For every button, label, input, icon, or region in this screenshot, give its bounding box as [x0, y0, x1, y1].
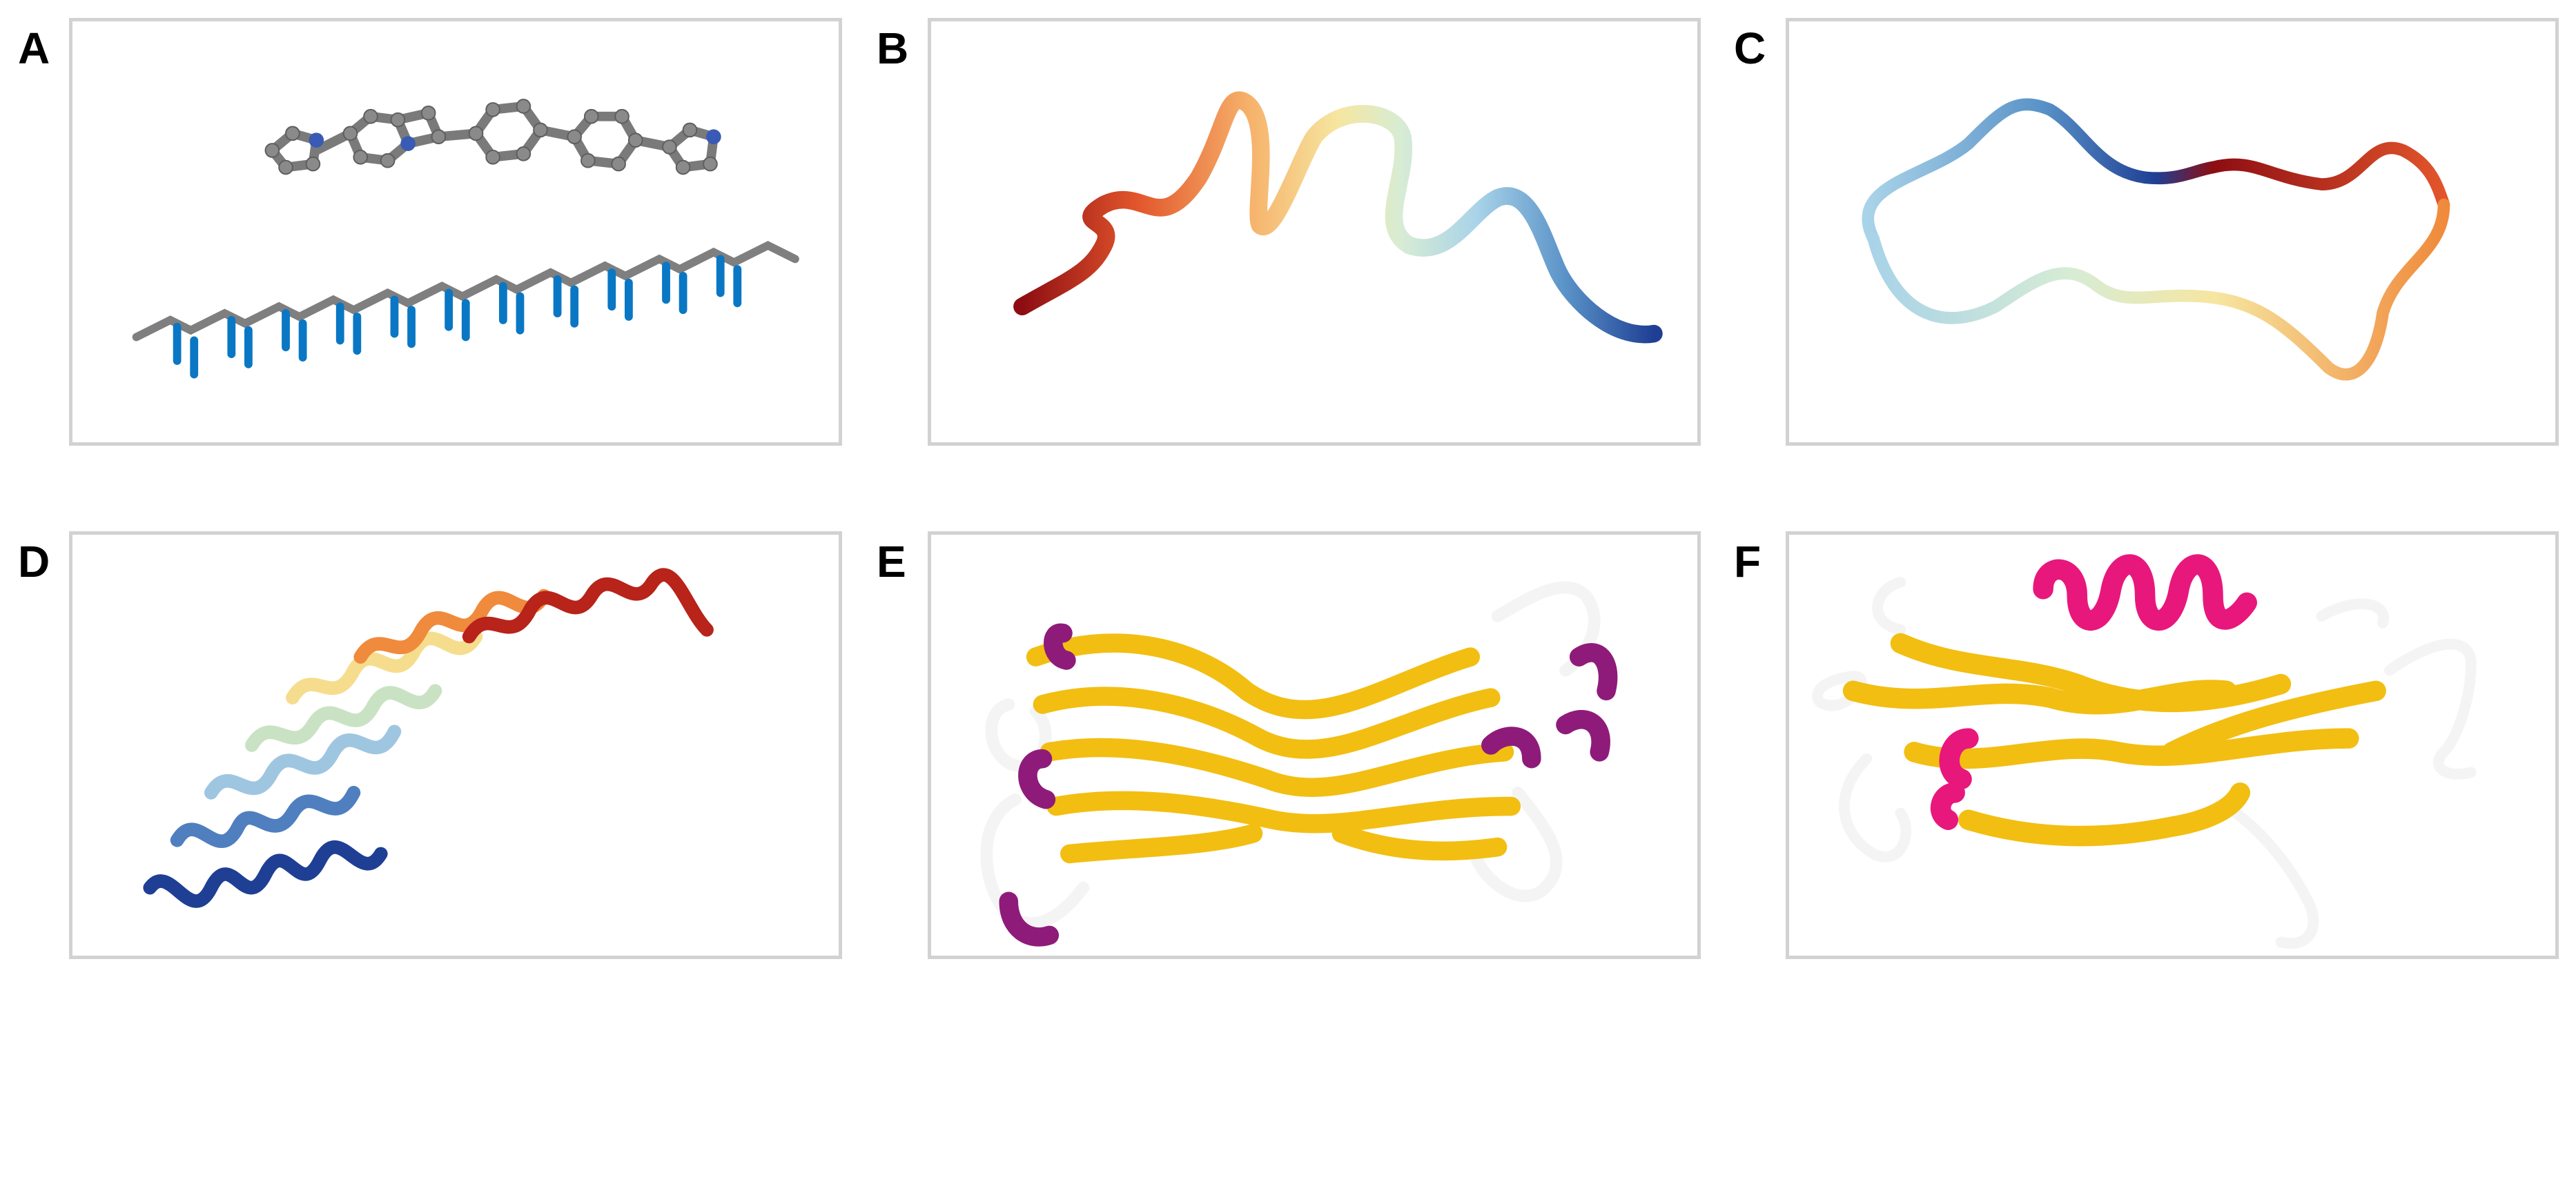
beta-strand	[1040, 738, 1514, 797]
beta-strands	[1026, 633, 1521, 864]
panel-label-d: D	[18, 537, 50, 586]
loop-top-segment	[1862, 98, 2450, 245]
beta-strands	[1842, 633, 2386, 847]
panel-b-frame	[928, 18, 1701, 446]
beta-strand	[1904, 728, 2359, 769]
helices-magenta	[999, 623, 1618, 947]
alpha-beta-protein-illustration	[1812, 554, 2477, 949]
panel-label-c: C	[1734, 23, 1766, 73]
beta-strand	[2162, 680, 2386, 762]
molecule-atoms	[264, 99, 718, 175]
panel-c-frame	[1786, 18, 2559, 446]
beta-strand	[1890, 633, 2292, 713]
panel-f-frame	[1786, 531, 2559, 959]
cyclic-peptide-illustration	[1862, 98, 2450, 381]
helix-segment	[1939, 728, 1979, 789]
helix-repeat-6	[353, 589, 551, 664]
molecule-and-dna-illustration	[132, 99, 799, 379]
loop-bottom-segment	[1867, 198, 2450, 381]
helical-repeat-protein-illustration	[143, 568, 714, 908]
beta-strand	[1331, 824, 1507, 861]
dna-bases	[173, 255, 742, 379]
helix-repeat-2	[170, 786, 361, 848]
beta-strand	[1033, 687, 1501, 759]
helix-segment	[1018, 749, 1056, 809]
helix-repeat-3	[204, 724, 402, 800]
helix-segment	[1481, 727, 1541, 769]
panel-label-e: E	[877, 537, 906, 586]
helices-pink	[1930, 554, 2257, 830]
helix-segment	[1556, 710, 1610, 762]
panel-e-frame	[928, 531, 1701, 959]
helix-segment	[1569, 643, 1618, 701]
beta-strand	[1026, 633, 1481, 720]
panel-a-frame	[69, 18, 842, 446]
helix-main	[2033, 554, 2257, 631]
beta-strand	[1046, 791, 1521, 833]
panel-d-frame	[69, 531, 842, 959]
beta-strand	[1958, 782, 2251, 847]
helix-repeats	[143, 568, 714, 908]
coils	[1812, 577, 2477, 949]
peptide-ribbon	[1013, 91, 1663, 344]
panel-label-b: B	[877, 23, 909, 73]
helical-peptide-illustration	[1013, 91, 1663, 344]
beta-sheet-protein-illustration	[980, 581, 1618, 947]
molecule-nitrogen-atoms	[309, 129, 721, 151]
panel-label-a: A	[18, 23, 50, 73]
helix-segment	[1930, 782, 1965, 830]
helix-repeat-7	[462, 568, 714, 644]
helix-segment	[1044, 623, 1076, 670]
dna-backbone	[132, 241, 799, 342]
helix-repeat-1	[143, 840, 388, 908]
panel-label-f: F	[1734, 537, 1762, 586]
helix-repeat-5	[286, 629, 483, 704]
beta-strand	[1060, 824, 1263, 864]
helix-repeat-4	[245, 684, 442, 752]
helix-segment	[999, 891, 1060, 947]
